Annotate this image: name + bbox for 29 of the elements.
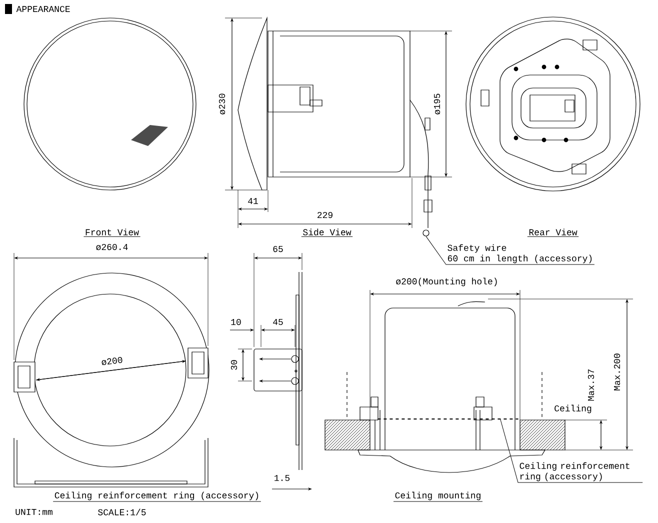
ring-outline bbox=[377, 418, 519, 420]
note-text: UNIT:mm bbox=[14, 508, 54, 516]
view-title: Front View bbox=[83, 228, 141, 237]
dimension-label: 65 bbox=[272, 244, 284, 254]
view-title: Rear View bbox=[527, 228, 579, 237]
dimension-label: ø195 bbox=[432, 92, 442, 116]
dimension-label: 229 bbox=[316, 210, 334, 220]
hook-eye bbox=[422, 230, 430, 236]
dimension-label: 45 bbox=[272, 318, 284, 326]
dimension-label: ø200(Mounting hole) bbox=[394, 276, 500, 288]
note-text: Safety wire 60 cm in length (accessory) bbox=[448, 244, 592, 264]
dimension-label: 1.5 bbox=[272, 474, 292, 482]
note-text: Ceiling reinforcement ring (accessory) bbox=[520, 462, 630, 482]
dimension-label: 30 bbox=[230, 358, 238, 372]
dimension-label: Max.200 bbox=[612, 352, 622, 392]
section-heading: APPEARANCE bbox=[5, 4, 72, 14]
leader-line bbox=[500, 418, 643, 483]
view-title: Side View bbox=[301, 228, 353, 237]
view-title: Ceiling mounting bbox=[393, 490, 483, 502]
dimension-label: 41 bbox=[246, 197, 260, 205]
dimension-label: ø200 bbox=[100, 356, 124, 366]
leader-line bbox=[426, 236, 595, 265]
dimension-label: Max.37 bbox=[586, 368, 596, 402]
note-text: SCALE:1/5 bbox=[96, 508, 148, 516]
dimension-label: ø230 bbox=[218, 92, 226, 116]
part-label: Ceiling bbox=[553, 404, 593, 414]
dimension-label: 10 bbox=[230, 318, 242, 326]
view-title: Ceiling reinforcement ring (accessory) bbox=[52, 490, 262, 502]
dimension-label: ø260.4 bbox=[94, 242, 130, 252]
